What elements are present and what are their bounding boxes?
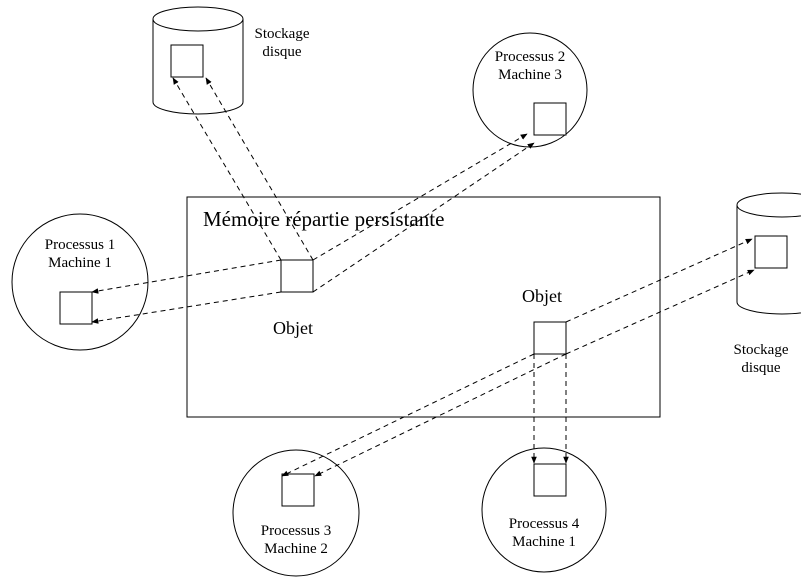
arrow-object1-to-storage1-b: [205, 77, 314, 261]
process-3-name: Processus 3: [260, 523, 332, 539]
storage-2-line2: disque: [741, 360, 781, 376]
shared-memory-title: Mémoire répartie persistante: [203, 207, 445, 231]
process-4-name: Processus 4: [508, 516, 580, 532]
object-label-1: Objet: [273, 318, 313, 338]
process-circle-4: [481, 447, 607, 573]
process-3-label: Processus 3 Machine 2: [236, 522, 356, 558]
storage-1-square: [170, 44, 204, 78]
arrow-object2-to-process3-b: [314, 353, 567, 477]
process-2-name: Processus 2: [494, 49, 566, 65]
shared-memory-box: [186, 196, 661, 418]
process-4-square: [533, 463, 567, 497]
process-1-name: Processus 1: [44, 237, 116, 253]
storage-1-label: Stockage disque: [237, 25, 327, 61]
process-circle-1: [11, 213, 149, 351]
storage-1-line2: disque: [262, 44, 302, 60]
object-label-2: Objet: [522, 286, 562, 306]
process-1-label: Processus 1 Machine 1: [20, 236, 140, 272]
process-2-label: Processus 2 Machine 3: [470, 48, 590, 84]
process-2-machine: Machine 3: [498, 67, 562, 83]
process-3-machine: Machine 2: [264, 541, 328, 557]
process-circle-3: [232, 449, 360, 577]
arrow-object2-to-storage2-a: [565, 238, 753, 323]
storage-1-line1: Stockage: [254, 26, 310, 42]
storage-2-square: [754, 235, 788, 269]
arrow-object1-to-process1-a: [91, 259, 282, 294]
shared-object-1-square: [280, 259, 314, 293]
shared-object-2-square: [533, 321, 567, 355]
process-3-square: [281, 473, 315, 507]
process-1-square: [59, 291, 93, 325]
arrow-object2-to-process3-a: [281, 353, 535, 477]
process-4-machine: Machine 1: [512, 534, 576, 550]
process-2-square: [533, 102, 567, 136]
process-1-machine: Machine 1: [48, 255, 112, 271]
arrow-object1-to-process1-b: [91, 291, 282, 324]
storage-2-label: Stockage disque: [721, 341, 801, 377]
process-4-label: Processus 4 Machine 1: [484, 515, 604, 551]
storage-2-line1: Stockage: [733, 342, 789, 358]
arrow-object2-to-storage2-b: [565, 269, 755, 355]
